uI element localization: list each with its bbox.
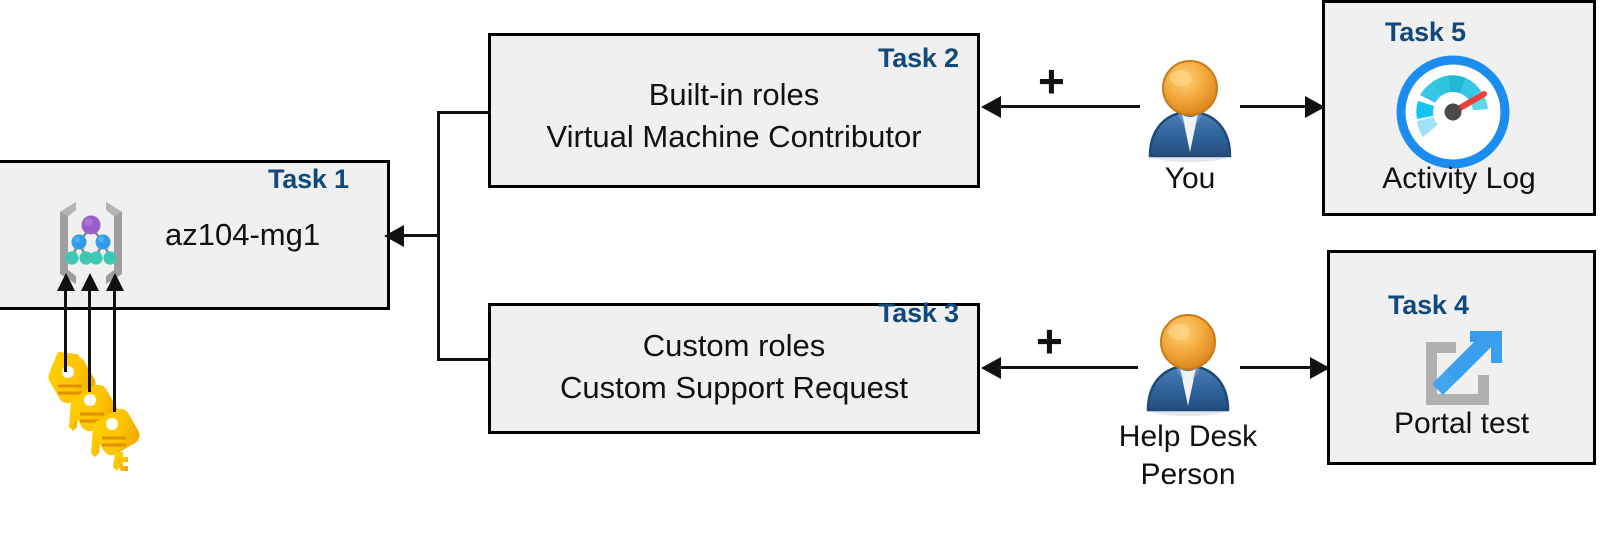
task1-label: az104-mg1 [165,217,321,252]
task2-tag: Task 2 [878,43,959,73]
task2-line2: Virtual Machine Contributor [546,119,922,154]
task5-tag: Task 5 [1385,17,1466,47]
you-to-task2-arrowhead [981,96,1001,118]
gauge-icon [1396,55,1510,169]
person-you-icon [1135,56,1245,166]
helpdesk-to-task3-arrowhead [981,357,1001,379]
management-group-icon [46,196,136,288]
you-to-task2-line [1000,105,1140,108]
key-arrow-1-line [64,290,67,372]
person-helpdesk-label-1: Help Desk [1118,420,1258,453]
key-arrow-3-line [113,290,116,412]
task3-line2: Custom Support Request [559,370,909,405]
person-helpdesk-label-2: Person [1140,458,1236,491]
person-helpdesk-icon [1133,310,1243,420]
person-you-label: You [1164,162,1216,195]
task4-label: Portal test [1393,407,1530,440]
bracket-top-segment [437,111,491,114]
helpdesk-to-task4-line [1240,366,1318,369]
task1-tag: Task 1 [268,164,349,194]
plus-bottom: + [1036,315,1063,367]
task5-label: Activity Log [1382,162,1536,195]
bracket-to-task1-arrowhead [384,225,404,247]
task2-box[interactable] [488,33,980,188]
task4-tag: Task 4 [1388,290,1469,320]
helpdesk-to-task4-arrowhead [1310,357,1330,379]
keys-icon [38,345,148,471]
plus-top: + [1038,55,1065,107]
external-link-icon [1412,320,1508,416]
bracket-bottom-segment [437,358,491,361]
key-arrow-2-line [88,290,91,392]
bracket-to-task1-line [400,234,440,237]
task3-tag: Task 3 [878,298,959,328]
you-to-task5-line [1240,105,1312,108]
task3-line1: Custom roles [642,328,826,363]
helpdesk-to-task3-line [1000,366,1138,369]
you-to-task5-arrowhead [1305,96,1325,118]
task3-box[interactable] [488,303,980,434]
key-arrow-3-head [106,273,124,291]
key-arrow-1-head [57,273,75,291]
task2-line1: Built-in roles [648,77,820,112]
key-arrow-2-head [81,273,99,291]
